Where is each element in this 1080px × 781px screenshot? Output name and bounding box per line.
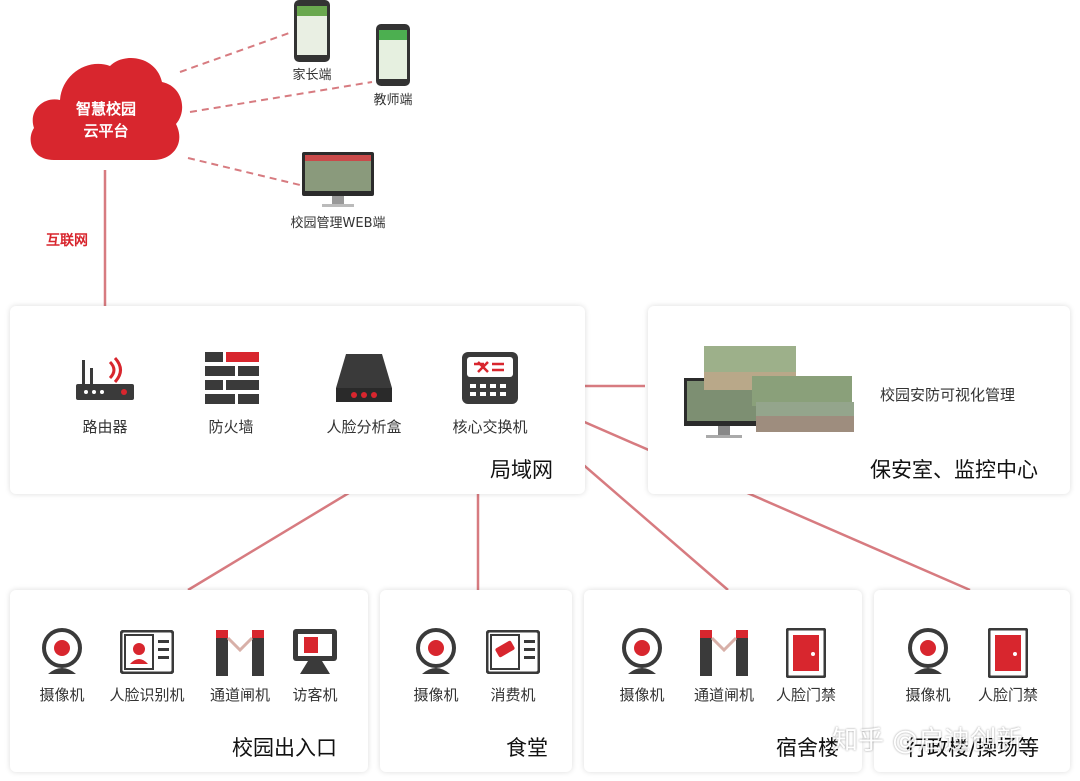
zone-canteen-device-camera: 摄像机 bbox=[413, 686, 459, 704]
face-recognition-icon bbox=[119, 629, 175, 675]
dashed-link-teacher bbox=[189, 81, 373, 113]
cloud-title-line2: 云平台 bbox=[83, 122, 129, 140]
camera-icon bbox=[416, 628, 456, 676]
zone-admin-device-camera: 摄像机 bbox=[905, 686, 951, 704]
web-client-label: 校园管理WEB端 bbox=[290, 216, 386, 231]
face-analysis-box-icon bbox=[336, 354, 392, 404]
dashed-link-web bbox=[187, 157, 301, 186]
internet-label: 互联网 bbox=[46, 233, 88, 249]
cloud-platform: 智慧校园 云平台 bbox=[26, 48, 186, 166]
turnstile-icon bbox=[700, 630, 748, 676]
teacher-phone-icon bbox=[376, 24, 410, 86]
zone-canteen-panel bbox=[380, 590, 572, 772]
lan-device-firewall: 防火墙 bbox=[208, 418, 254, 436]
security-title: 保安室、监控中心 bbox=[870, 458, 1038, 482]
parent-phone-icon bbox=[294, 0, 330, 62]
firewall-icon bbox=[205, 352, 259, 406]
zone-entrance-device-camera: 摄像机 bbox=[39, 686, 85, 704]
zone-entrance-device-visitor: 访客机 bbox=[292, 686, 338, 704]
cloud-title-line1: 智慧校园 bbox=[75, 100, 136, 118]
dashed-link-parent bbox=[179, 31, 293, 73]
lan-device-face-box: 人脸分析盒 bbox=[326, 418, 402, 436]
camera-icon bbox=[42, 628, 82, 676]
camera-icon bbox=[622, 628, 662, 676]
zone-dorm-device-camera: 摄像机 bbox=[619, 686, 665, 704]
cloud-icon bbox=[30, 58, 183, 160]
zone-dorm-device-turnstile: 通道闸机 bbox=[693, 686, 754, 704]
zone-admin-title: 行政楼/操场等 bbox=[906, 736, 1040, 760]
camera-icon bbox=[908, 628, 948, 676]
lan-title: 局域网 bbox=[490, 458, 553, 482]
zone-entrance-panel bbox=[10, 590, 368, 772]
surveillance-screens-image bbox=[684, 346, 856, 442]
zone-admin-device-door-access: 人脸门禁 bbox=[977, 686, 1038, 704]
zone-dorm-title: 宿舍楼 bbox=[776, 736, 839, 760]
zone-dorm-device-door-access: 人脸门禁 bbox=[775, 686, 836, 704]
face-door-access-icon bbox=[987, 627, 1029, 679]
watermark: 知乎 @启迪创新 bbox=[832, 726, 1023, 756]
lan-device-router: 路由器 bbox=[82, 418, 128, 436]
teacher-client-label: 教师端 bbox=[373, 93, 413, 108]
zone-canteen-device-pos: 消费机 bbox=[490, 686, 536, 704]
zone-entrance-title: 校园出入口 bbox=[232, 736, 337, 760]
zone-canteen-title: 食堂 bbox=[506, 736, 548, 760]
parent-client-label: 家长端 bbox=[292, 68, 332, 83]
lan-device-core-switch: 核心交换机 bbox=[452, 418, 528, 436]
zone-admin-panel bbox=[874, 590, 1070, 772]
router-icon bbox=[76, 354, 136, 404]
face-door-access-icon bbox=[785, 627, 827, 679]
zone-entrance-device-face-recognizer: 人脸识别机 bbox=[109, 686, 185, 704]
visitor-machine-icon bbox=[292, 628, 338, 676]
core-switch-icon bbox=[462, 352, 518, 404]
security-caption: 校园安防可视化管理 bbox=[880, 386, 1016, 404]
pos-terminal-icon bbox=[485, 629, 541, 675]
zone-entrance-device-turnstile: 通道闸机 bbox=[209, 686, 270, 704]
zone-dorm-panel bbox=[584, 590, 862, 772]
link-zone-admin bbox=[533, 398, 971, 592]
web-monitor-icon bbox=[302, 152, 374, 212]
turnstile-icon bbox=[216, 630, 264, 676]
